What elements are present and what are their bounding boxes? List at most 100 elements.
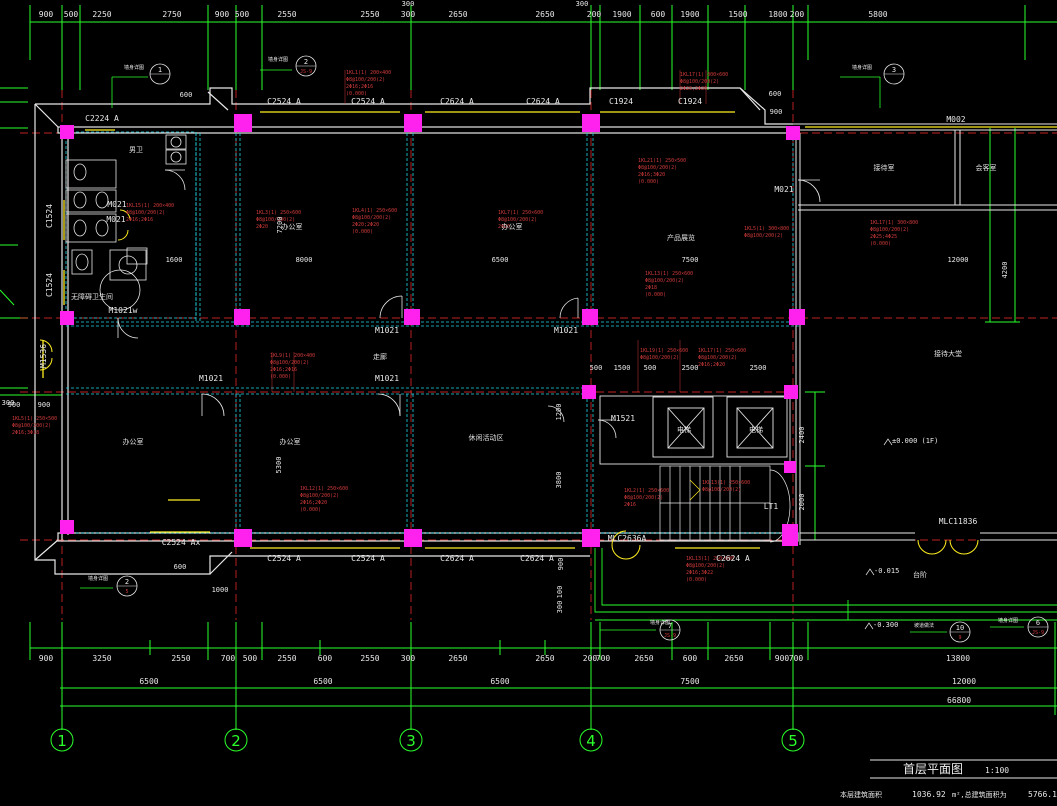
room-label: 电梯 xyxy=(677,425,691,434)
top-dim: 2650 xyxy=(448,10,467,19)
svg-text:2Φ16: 2Φ16 xyxy=(624,502,636,508)
svg-text:Φ8@100/200(2): Φ8@100/200(2) xyxy=(744,233,783,239)
opening-label: M1021 xyxy=(375,326,399,335)
opening-label: C2524 A xyxy=(267,97,301,106)
svg-text:Φ8@100/200(2): Φ8@100/200(2) xyxy=(346,77,385,83)
inner-dim: 5300 xyxy=(275,457,283,474)
opening-label: M1021 xyxy=(375,374,399,383)
svg-text:2Φ16;2Φ16: 2Φ16;2Φ16 xyxy=(126,217,153,223)
opening-label: C1524 xyxy=(45,204,54,228)
opening-label: C2224 A xyxy=(85,114,119,123)
drawing-scale: 1:100 xyxy=(985,766,1009,775)
inner-dim: 100 xyxy=(556,586,564,599)
svg-text:Φ8@100/200(2): Φ8@100/200(2) xyxy=(640,355,679,361)
inner-dim: 300 xyxy=(556,601,564,614)
top-dim: 900 xyxy=(39,10,54,19)
svg-text:Φ8@100/200(2): Φ8@100/200(2) xyxy=(870,227,909,233)
axis-label: 4 xyxy=(586,732,596,750)
top-dim: 2750 xyxy=(162,10,181,19)
svg-text:Φ8@100/200(2): Φ8@100/200(2) xyxy=(256,217,295,223)
interior-walls xyxy=(65,131,800,535)
svg-text:1KL21(1) 250×500: 1KL21(1) 250×500 xyxy=(638,158,686,164)
svg-text:1KL15(1) 200×400: 1KL15(1) 200×400 xyxy=(126,203,174,209)
room-label: 男卫 xyxy=(129,146,143,154)
detail-callouts: 1墙身详图2JS-9墙身详图3墙身详图25墙身详图7JS-9墙身详图109坡道做… xyxy=(88,55,1049,643)
svg-text:1KL13(1) 250×600: 1KL13(1) 250×600 xyxy=(645,271,693,277)
stair-treads xyxy=(659,465,791,543)
top-dim: 1800 xyxy=(768,10,787,19)
svg-text:1KL7(1) 250×600: 1KL7(1) 250×600 xyxy=(498,210,543,216)
level-text: ±0.000 (1F) xyxy=(892,437,938,445)
right-wing-walls xyxy=(793,123,1057,545)
bottom-dim: 300 xyxy=(401,654,416,663)
bottom-dim: 700 xyxy=(789,654,804,663)
top-dim: 900 xyxy=(215,10,230,19)
svg-text:1KL13(1) 250×600: 1KL13(1) 250×600 xyxy=(686,556,734,562)
svg-text:2Φ16;3Φ20: 2Φ16;3Φ20 xyxy=(638,172,665,178)
bottom-span-dim: 7500 xyxy=(680,677,699,686)
level-text: -0.300 xyxy=(873,621,898,629)
area-value: 1036.92 xyxy=(912,790,946,799)
svg-text:1KL12(1) 250×600: 1KL12(1) 250×600 xyxy=(300,486,348,492)
opening-label: M1021w xyxy=(109,306,138,315)
detail-number: 2 xyxy=(125,578,129,586)
bottom-dim: 2650 xyxy=(448,654,467,663)
elevator-shafts xyxy=(599,395,791,465)
opening-label: MLC2636A xyxy=(608,534,647,543)
svg-text:2Φ18: 2Φ18 xyxy=(645,285,657,291)
area-label: 本层建筑面积 xyxy=(840,790,882,799)
top-dim: 200 xyxy=(790,10,805,19)
svg-text:Φ8@100/200(2): Φ8@100/200(2) xyxy=(702,487,741,493)
inner-dim: 900 xyxy=(557,558,565,571)
room-labels: 办公室办公室产品展览办公室办公室休闲活动区走廊接待大堂接待室会客室电梯电梯台阶男… xyxy=(71,146,997,579)
inner-dim: 900 xyxy=(38,401,51,409)
level-mark: ±0.000 (1F) xyxy=(883,437,938,446)
opening-label: C2624 A xyxy=(440,554,474,563)
bottom-dim: 700 xyxy=(221,654,236,663)
inner-dim: 4200 xyxy=(1001,262,1009,279)
svg-text:Φ8@100/200(2): Φ8@100/200(2) xyxy=(352,215,391,221)
bottom-dim: 900 xyxy=(39,654,54,663)
bottom-dim: 2550 xyxy=(360,654,379,663)
svg-text:Φ8@100/200(2): Φ8@100/200(2) xyxy=(698,355,737,361)
room-label: 走廊 xyxy=(373,352,387,361)
inner-dim: 2500 xyxy=(682,364,699,372)
opening-label: C1924 xyxy=(678,97,702,106)
level-marks: ±0.000 (1F)-0.015-0.300 xyxy=(864,437,938,630)
bottom-dim: 3250 xyxy=(92,654,111,663)
leader-lines xyxy=(80,69,1024,633)
svg-text:Φ8@100/200(2): Φ8@100/200(2) xyxy=(300,493,339,499)
svg-text:Φ8@100/200(2): Φ8@100/200(2) xyxy=(686,563,725,569)
inner-dim: 1000 xyxy=(212,586,229,594)
top-dim: 200 xyxy=(587,10,602,19)
opening-label: M021 xyxy=(107,200,126,209)
svg-text:2Φ16;2Φ16: 2Φ16;2Φ16 xyxy=(270,367,297,373)
inner-dim: 900 xyxy=(770,108,783,116)
detail-sheet: 5 xyxy=(125,589,128,595)
bottom-dim: 2550 xyxy=(277,654,296,663)
inner-dim: 600 xyxy=(180,91,193,99)
detail-number: 7 xyxy=(668,622,672,630)
top-dim: 2650 xyxy=(535,10,554,19)
opening-label: M1521 xyxy=(611,414,635,423)
opening-label: C1524 xyxy=(45,273,54,297)
room-label: 办公室 xyxy=(282,222,303,231)
svg-text:1KL3(1) 250×600: 1KL3(1) 250×600 xyxy=(256,210,301,216)
beam-annotations xyxy=(271,70,707,392)
opening-label: C2524 A xyxy=(351,554,385,563)
axis-bubble-4: 4 xyxy=(579,706,603,752)
top-dim: 1900 xyxy=(680,10,699,19)
bottom-dim: 500 xyxy=(243,654,258,663)
bottom-dim: 13800 xyxy=(946,654,970,663)
bottom-total-dimension: 66800 xyxy=(947,696,971,705)
svg-text:2Φ20;2Φ20: 2Φ20;2Φ20 xyxy=(352,222,379,228)
bottom-dim: 700 xyxy=(596,654,611,663)
room-label: 台阶 xyxy=(913,570,927,579)
structural-columns xyxy=(60,114,805,547)
